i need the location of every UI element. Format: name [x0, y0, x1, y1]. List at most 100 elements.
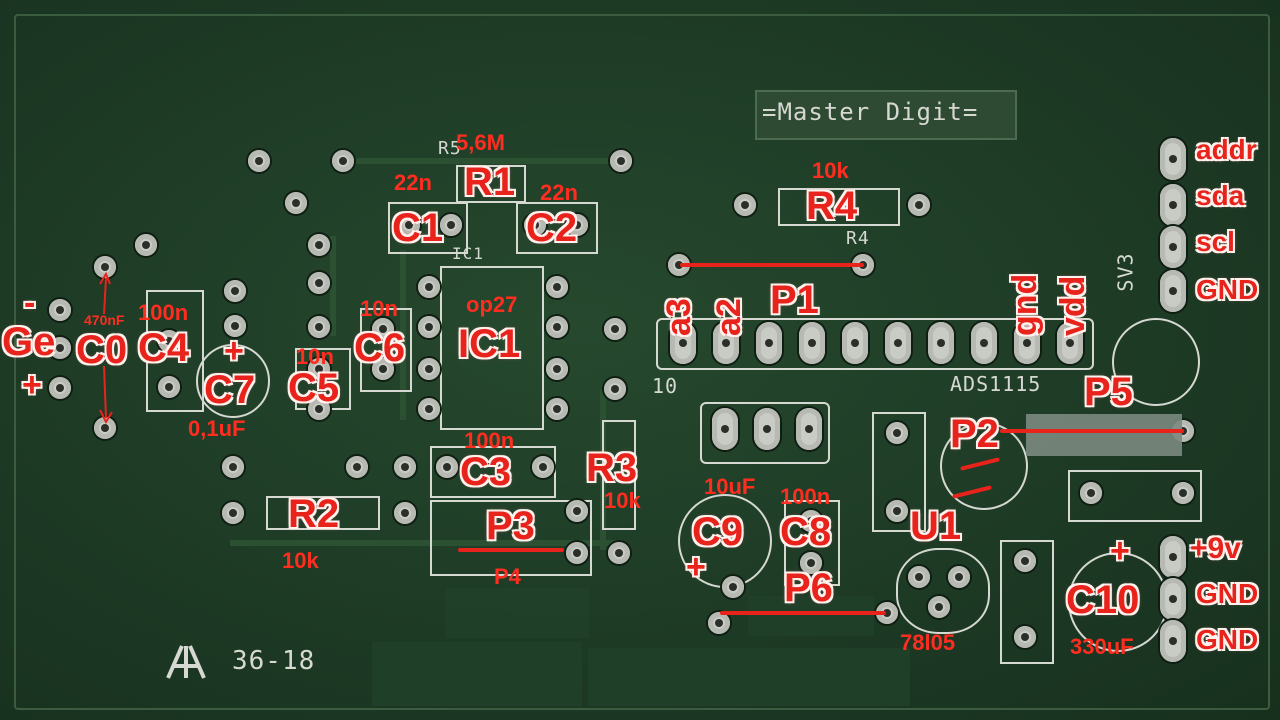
sv3-pin [1160, 138, 1186, 180]
c8-value: 100n [780, 484, 831, 509]
ic1-pin [418, 276, 440, 298]
pad [308, 272, 330, 294]
pad [1014, 550, 1036, 572]
board-title-box [755, 90, 1017, 140]
ic1-pin [418, 358, 440, 380]
c9-polarity: + [686, 548, 706, 586]
p1-pin [1014, 322, 1040, 364]
c8-label: C8 [780, 510, 832, 554]
c8-outline [784, 500, 840, 586]
sv3-pin-addr: addr [1196, 134, 1257, 165]
ge-label: Ge [2, 320, 56, 364]
power-pin-gnd: GND [1196, 624, 1259, 655]
p1-pin [928, 322, 954, 364]
c2-pad [524, 214, 546, 236]
c9-pad [722, 576, 744, 598]
c1-outline [388, 202, 468, 254]
c5-value: 10n [296, 344, 334, 369]
c9-value: 10uF [704, 474, 756, 499]
ic1-pin [546, 316, 568, 338]
pad [886, 422, 908, 444]
c3-value: 100n [464, 428, 515, 453]
pad [1014, 626, 1036, 648]
c6-pad [372, 318, 394, 340]
c3-label: C3 [460, 450, 512, 494]
board-title: =Master Digit= [762, 98, 979, 126]
u1-pin [948, 566, 970, 588]
c2-value: 22n [540, 180, 578, 205]
cap-outline [872, 412, 926, 532]
c0-label: C0 [76, 328, 128, 372]
c2-label: C2 [526, 206, 578, 250]
sv3-pin [1160, 226, 1186, 268]
blurred-area [588, 648, 910, 706]
power-pin [1160, 578, 1186, 620]
pad [668, 254, 690, 276]
block-outline [1068, 470, 1202, 522]
c11-outline [1000, 540, 1054, 664]
sv3-pin-gnd: GND [1196, 274, 1259, 305]
sw2-pin [754, 408, 780, 450]
r4-label: R4 [806, 184, 858, 228]
r4-pad [908, 194, 930, 216]
sw2-pin [796, 408, 822, 450]
p3-pad [566, 500, 588, 522]
c8-pad [800, 552, 822, 574]
p3-marker-line [458, 548, 564, 552]
pad [248, 150, 270, 172]
p1-pin-vdd: vdd [1054, 275, 1092, 336]
c4-pad [158, 330, 180, 352]
c4-pad [158, 376, 180, 398]
c4-value: 100n [138, 300, 189, 325]
p1-pin [885, 322, 911, 364]
sw2-pin [712, 408, 738, 450]
r1-outline [456, 165, 526, 203]
pad [1172, 482, 1194, 504]
u1-outline [896, 548, 990, 634]
p3-outline [430, 500, 592, 576]
blurred-area [748, 596, 874, 636]
c6-label: C6 [354, 326, 406, 370]
p1-label: P1 [770, 278, 819, 322]
r4-silk-ref: R4 [846, 228, 870, 249]
ge-pad [49, 377, 71, 399]
c6-pad [372, 358, 394, 380]
c7-value: 0,1uF [188, 416, 246, 441]
p1-pin-gnd: gnd [1006, 273, 1044, 336]
maker-logo-icon [164, 640, 208, 680]
sv3-pin [1160, 270, 1186, 312]
c7-pad [224, 315, 246, 337]
blurred-area [1026, 414, 1182, 456]
ic1-pin [546, 398, 568, 420]
u1-value: 78l05 [900, 630, 956, 655]
ic1-pin [546, 276, 568, 298]
u1-pin [928, 596, 950, 618]
board-outline [14, 14, 1270, 710]
p1-pin [799, 322, 825, 364]
c4-outline [146, 290, 204, 412]
c4-label: C4 [138, 326, 190, 370]
r2-pad [394, 502, 416, 524]
c10-label: C10 [1066, 578, 1140, 622]
c1-pad [398, 214, 420, 236]
c7-label: C7 [204, 368, 256, 412]
r2-value: 10k [282, 548, 319, 573]
blurred-area [446, 588, 590, 638]
pad [604, 378, 626, 400]
c6-outline [360, 308, 412, 392]
p5-outline [1112, 318, 1200, 406]
r1-silk-ref: R5 [438, 138, 462, 159]
ge-pad [94, 256, 116, 278]
pad [876, 602, 898, 624]
c1-label: C1 [392, 206, 444, 250]
r4-outline [778, 188, 900, 226]
c8-pad [800, 510, 822, 532]
c6-value: 10n [360, 296, 398, 321]
power-pin-gnd: GND [1196, 578, 1259, 609]
c7-polarity: + [224, 332, 244, 370]
c5-pad [308, 398, 330, 420]
sv3-silk: SV3 [1113, 252, 1138, 292]
c7-pad [224, 280, 246, 302]
trace [330, 236, 336, 336]
